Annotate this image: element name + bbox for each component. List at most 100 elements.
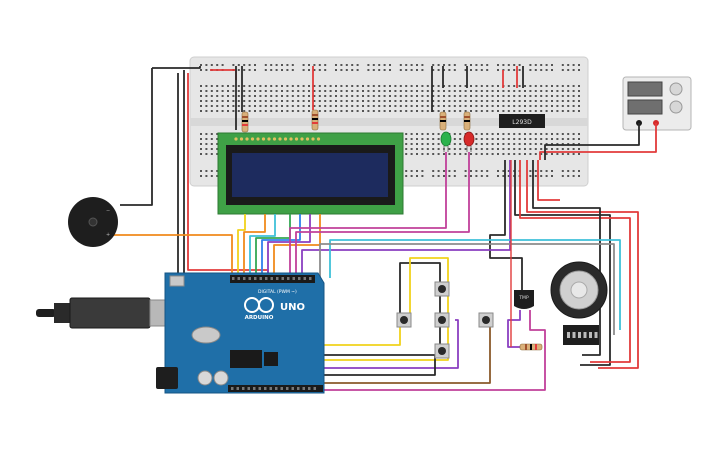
breadboard-hole (254, 95, 256, 97)
breadboard-hole (232, 105, 235, 107)
breadboard-hole (324, 95, 327, 97)
breadboard-hole (308, 105, 310, 107)
breadboard-hole (410, 64, 413, 66)
breadboard-hole (459, 105, 462, 107)
breadboard-hole (405, 133, 408, 135)
breadboard-hole (205, 138, 208, 140)
encoder-pins (567, 332, 598, 338)
encoder-pin (578, 332, 581, 338)
breadboard-hole (518, 133, 521, 135)
breadboard-hole (372, 95, 375, 97)
breadboard-hole (491, 153, 494, 155)
breadboard-hole (556, 148, 559, 150)
arduino-analog-pin (247, 387, 250, 390)
breadboard-hole (281, 100, 283, 102)
breadboard-hole (221, 105, 224, 107)
breadboard-hole (275, 95, 278, 97)
breadboard-hole (210, 90, 213, 92)
breadboard-hole (216, 95, 219, 97)
breadboard-center-channel (190, 118, 588, 126)
breadboard-hole (464, 110, 467, 112)
breadboard-hole (297, 85, 300, 87)
breadboard-hole (324, 64, 327, 66)
breadboard-hole (432, 153, 435, 155)
wire-led-green (289, 152, 447, 278)
breadboard-hole (232, 95, 235, 97)
breadboard-hole (254, 90, 256, 92)
breadboard-hole (216, 110, 219, 112)
breadboard-hole (254, 64, 256, 66)
breadboard-hole (426, 110, 429, 112)
breadboard-hole (443, 95, 445, 97)
breadboard-hole (389, 85, 391, 87)
lcd-pin (283, 137, 288, 141)
breadboard-hole (302, 64, 305, 66)
breadboard-hole (416, 64, 418, 66)
breadboard-hole (497, 133, 499, 135)
arduino-digital-pin (232, 277, 235, 280)
breadboard-hole (561, 148, 564, 150)
breadboard-hole (426, 95, 429, 97)
breadboard-hole (243, 95, 246, 97)
breadboard-hole (507, 95, 510, 97)
breadboard-hole (507, 85, 510, 87)
breadboard-holes (200, 64, 580, 177)
breadboard-hole (545, 110, 548, 112)
breadboard-hole (480, 138, 483, 140)
breadboard-hole (513, 143, 516, 145)
breadboard-hole (502, 138, 505, 140)
breadboard-hole (556, 133, 559, 135)
breadboard-hole (286, 69, 289, 71)
breadboard-hole (227, 100, 229, 102)
arduino-analog-pin (258, 387, 261, 390)
encoder-pin (567, 332, 570, 338)
breadboard-hole (210, 148, 213, 150)
breadboard-hole (200, 143, 202, 145)
breadboard-hole (254, 85, 256, 87)
breadboard-hole (567, 175, 570, 177)
breadboard-hole (416, 69, 418, 71)
breadboard-hole (470, 105, 472, 107)
breadboard-hole (394, 100, 397, 102)
breadboard-hole (200, 64, 202, 66)
arduino-analog-pin (264, 387, 267, 390)
breadboard-hole (308, 90, 310, 92)
breadboard-hole (464, 170, 467, 172)
breadboard-hole (243, 90, 246, 92)
breadboard-hole (421, 100, 424, 102)
breadboard-hole (259, 90, 262, 92)
breadboard-hole (459, 138, 462, 140)
arduino-reset-button (169, 275, 185, 287)
breadboard-hole (491, 133, 494, 135)
breadboard-hole (329, 110, 332, 112)
buzzer-center (88, 217, 98, 227)
breadboard-hole (394, 95, 397, 97)
breadboard-hole (345, 85, 348, 87)
breadboard-hole (270, 69, 273, 71)
breadboard-hole (297, 95, 300, 97)
breadboard-hole (475, 175, 478, 177)
breadboard-hole (302, 95, 305, 97)
breadboard-hole (264, 85, 267, 87)
breadboard-hole (232, 85, 235, 87)
breadboard-hole (453, 143, 456, 145)
breadboard-hole (561, 153, 564, 155)
breadboard-hole (567, 105, 570, 107)
breadboard-hole (329, 95, 332, 97)
breadboard-hole (453, 64, 456, 66)
breadboard-hole (270, 90, 273, 92)
breadboard-hole (286, 64, 289, 66)
breadboard-hole (335, 64, 337, 66)
breadboard-hole (421, 64, 424, 66)
breadboard-hole (448, 170, 451, 172)
breadboard-hole (545, 95, 548, 97)
breadboard-hole (561, 64, 564, 66)
breadboard-hole (437, 90, 440, 92)
breadboard-hole (383, 85, 386, 87)
breadboard-hole (210, 170, 213, 172)
breadboard-hole (281, 69, 283, 71)
push-button-cap (400, 316, 408, 324)
breadboard-hole (243, 105, 246, 107)
breadboard-hole (497, 95, 499, 97)
breadboard-hole (432, 148, 435, 150)
